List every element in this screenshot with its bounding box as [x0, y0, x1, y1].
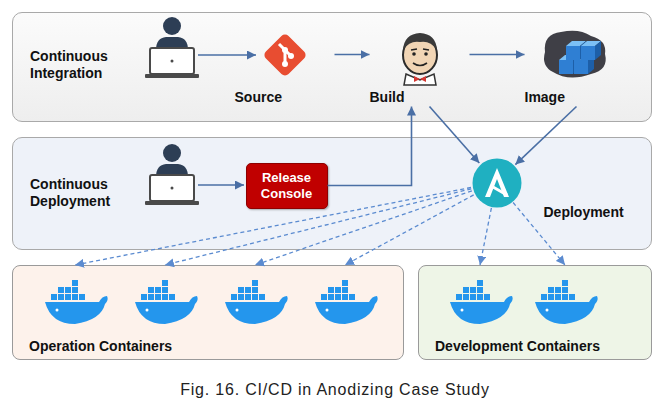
caption-box: Fig. 16. CI/CD in Anodizing Case Study — [0, 381, 670, 399]
ansible-icon — [472, 158, 522, 208]
jenkins-icon — [394, 24, 446, 86]
node-label: Development Containers — [435, 338, 651, 354]
image-icon — [539, 24, 611, 86]
flow-arrow — [335, 54, 370, 56]
git-icon — [262, 24, 308, 86]
stage-band: Continuous DeploymentRelease ConsoleDepl… — [12, 137, 652, 250]
node-label: Deployment — [544, 204, 644, 220]
node-label: Build — [370, 89, 470, 107]
node-label: Source — [235, 89, 335, 107]
node-label: Image — [525, 89, 625, 107]
box-label: Release Console — [255, 170, 319, 202]
container-group: Development Containers — [418, 265, 652, 360]
figure-caption: Fig. 16. CI/CD in Anodizing Case Study — [180, 381, 490, 399]
node-label: Operation Containers — [29, 338, 403, 354]
stage-title: Continuous Integration — [30, 48, 130, 82]
stage-band: Continuous IntegrationSource Build Image — [12, 12, 652, 122]
flow-arrow — [470, 54, 525, 56]
source-node: Source — [235, 24, 335, 107]
release-arrow — [198, 184, 244, 186]
stage-title: Continuous Deployment — [30, 176, 130, 210]
deployment-circle: Deployment — [472, 158, 522, 208]
commit-arrow — [198, 54, 256, 56]
process-box: Release Console — [246, 163, 328, 209]
build-node: Build — [370, 24, 470, 107]
image-node: Image — [525, 24, 625, 107]
